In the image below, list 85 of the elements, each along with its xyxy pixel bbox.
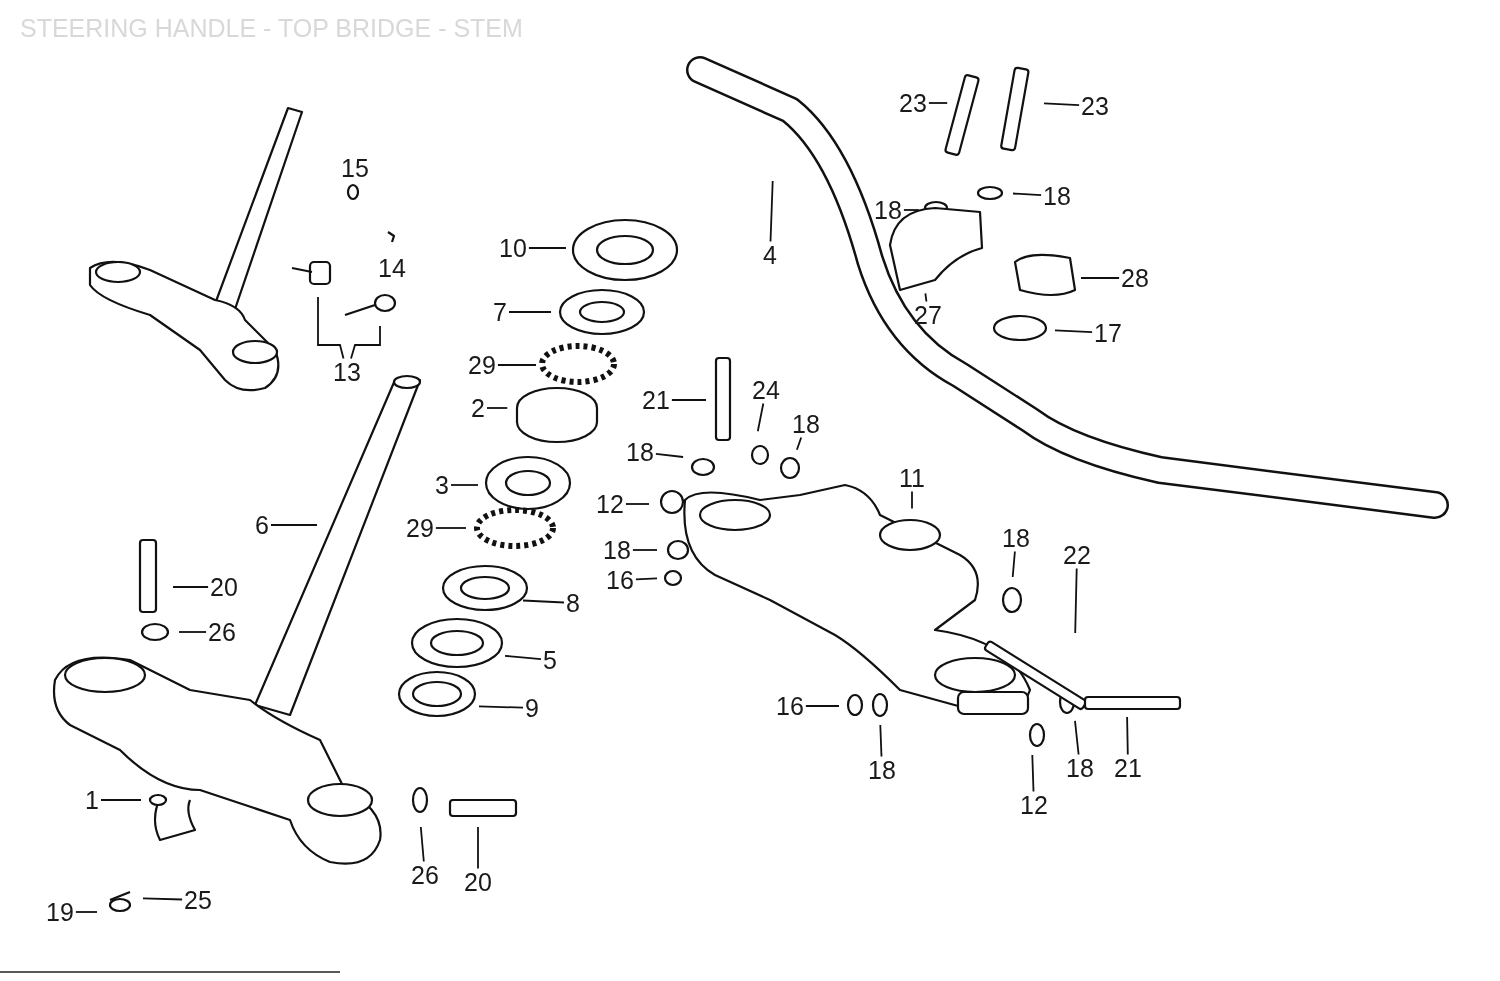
- leader-line: [450, 484, 479, 486]
- callout-number: 6: [255, 512, 269, 538]
- callout-number: 29: [468, 352, 496, 378]
- callout-number: 26: [208, 619, 236, 645]
- callout-number: 24: [752, 377, 780, 403]
- leader-line: [142, 897, 183, 901]
- callout-number: 20: [210, 574, 238, 600]
- callout-number: 12: [596, 491, 624, 517]
- callout-number: 16: [606, 567, 634, 593]
- leader-line: [270, 524, 318, 526]
- leader-line: [1012, 192, 1042, 196]
- callout-number: 14: [378, 255, 406, 281]
- leader-line: [1031, 754, 1035, 793]
- leader-line: [1126, 716, 1129, 756]
- leader-line: [477, 826, 479, 870]
- callout-number: 7: [493, 299, 507, 325]
- leader-line: [528, 247, 567, 249]
- callout-number: 28: [1121, 265, 1149, 291]
- leader-line: [317, 296, 345, 360]
- leader-line: [172, 586, 209, 588]
- leader-line: [632, 549, 658, 551]
- leader-line: [1043, 102, 1080, 107]
- callout-number: 13: [333, 359, 361, 385]
- callout-number: 21: [1114, 755, 1142, 781]
- callout-number: 9: [525, 695, 539, 721]
- leader-line: [435, 527, 467, 529]
- leader-line: [504, 654, 542, 661]
- leader-line: [508, 311, 552, 313]
- leader-line: [796, 436, 803, 451]
- leader-line: [928, 102, 949, 104]
- callout-number: 17: [1094, 320, 1122, 346]
- leader-line: [100, 799, 142, 801]
- leader-line: [522, 599, 565, 604]
- callout-number: 2: [471, 395, 485, 421]
- callout-number: 1: [85, 787, 99, 813]
- callout-number: 11: [899, 465, 925, 491]
- callout-number: 25: [184, 887, 212, 913]
- callout-number: 18: [792, 411, 820, 437]
- callout-number: 12: [1020, 792, 1048, 818]
- leader-line: [879, 724, 883, 758]
- callout-number: 23: [899, 90, 927, 116]
- callout-number: 4: [763, 242, 777, 268]
- callout-number: 8: [566, 590, 580, 616]
- leader-line: [419, 826, 425, 863]
- callout-number: 10: [499, 235, 527, 261]
- leader-line: [178, 631, 207, 633]
- callout-number: 18: [1002, 525, 1030, 551]
- leader-line: [497, 364, 537, 366]
- leader-line: [1080, 277, 1120, 279]
- callout-number: 21: [642, 387, 670, 413]
- callout-number: 16: [776, 693, 804, 719]
- leader-line: [1074, 567, 1078, 634]
- leader-line: [1011, 550, 1016, 578]
- callout-number: 18: [603, 537, 631, 563]
- leader-line: [486, 407, 509, 409]
- callout-number: 27: [914, 302, 942, 328]
- callout-number: 18: [868, 757, 896, 783]
- leader-line: [769, 180, 774, 243]
- callout-number: 29: [406, 515, 434, 541]
- callout-number: 5: [543, 647, 557, 673]
- leader-line: [903, 209, 920, 211]
- leader-line: [635, 577, 658, 581]
- callout-number: 18: [626, 439, 654, 465]
- leader-line: [478, 705, 524, 709]
- callout-number: 18: [874, 197, 902, 223]
- leader-line: [924, 292, 928, 303]
- callout-number: 18: [1066, 755, 1094, 781]
- leader-line: [655, 452, 684, 458]
- callout-number: 15: [341, 155, 369, 181]
- callout-number: 18: [1043, 183, 1071, 209]
- leader-line: [625, 503, 650, 505]
- leader-line: [911, 490, 913, 510]
- callout-number: 19: [46, 899, 74, 925]
- leader-line: [671, 399, 707, 401]
- leader-line: [1054, 329, 1093, 334]
- leader-line: [350, 325, 381, 360]
- callout-number: 23: [1081, 93, 1109, 119]
- leader-line: [1074, 720, 1080, 756]
- callout-number: 20: [464, 869, 492, 895]
- leader-line: [75, 911, 98, 913]
- callout-number: 22: [1063, 542, 1091, 568]
- leader-line: [805, 705, 840, 707]
- callout-number: 3: [435, 472, 449, 498]
- leader-line: [756, 402, 765, 433]
- callout-number: 26: [411, 862, 439, 888]
